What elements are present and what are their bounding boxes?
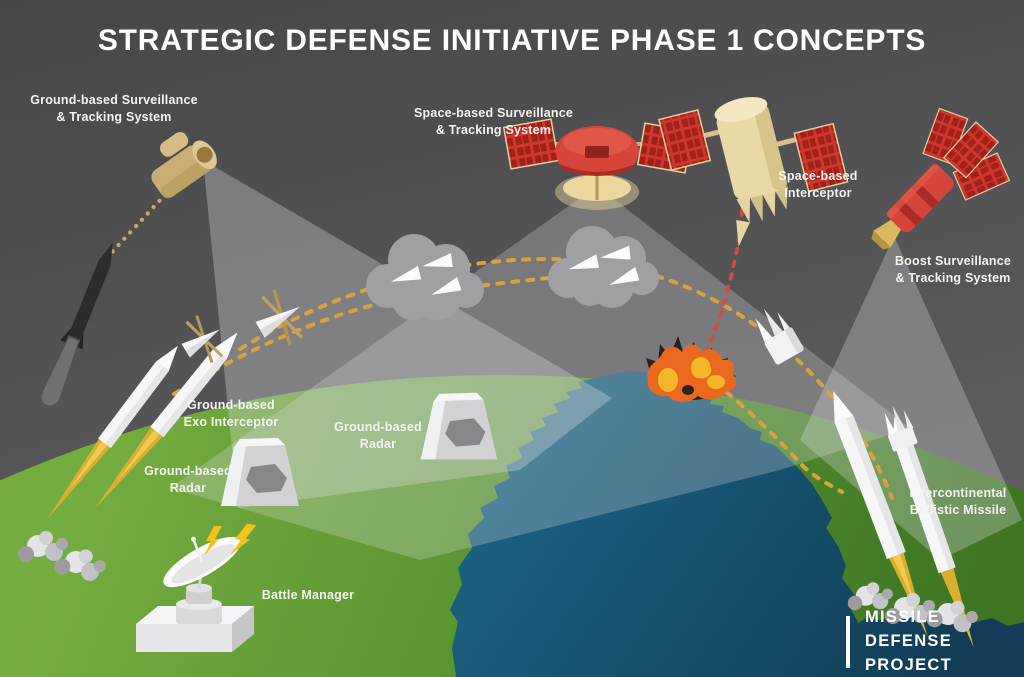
boost-sts-satellite-icon [871,107,1011,250]
ocean [450,371,1024,677]
solar-panel-icon [942,121,1000,179]
explosion-icon [646,336,737,402]
interceptor-missile-icon [47,345,178,519]
space-sts-beam [170,186,910,560]
solar-panel-icon [658,109,712,171]
solar-panel-icon [793,122,849,193]
space-interceptor-satellite-icon [658,96,849,223]
mirv-warheads-icon [884,405,918,452]
ground-sts-sensor-icon [151,131,217,199]
dish-antenna-icon [163,536,241,588]
tracking-dotted-line [98,195,165,267]
ground-sts-beam [203,160,612,508]
decoy-cloud-icon [366,234,484,320]
threat-missile-icon [41,242,113,406]
solar-panel-icon [502,118,560,170]
interceptor-launch-group [18,332,238,586]
trajectory-arc-reentry [701,372,844,494]
boost-sts-beam [800,236,1022,560]
interceptor-missile-icon [94,332,238,509]
interceptor-projectile-icon [736,219,750,247]
battle-manager-icon [136,521,257,652]
warhead-bus-icon [755,308,804,365]
surveillance-beams [170,160,1022,560]
icbm-launch-group [833,391,981,648]
decoy-cloud-icon [548,226,659,308]
